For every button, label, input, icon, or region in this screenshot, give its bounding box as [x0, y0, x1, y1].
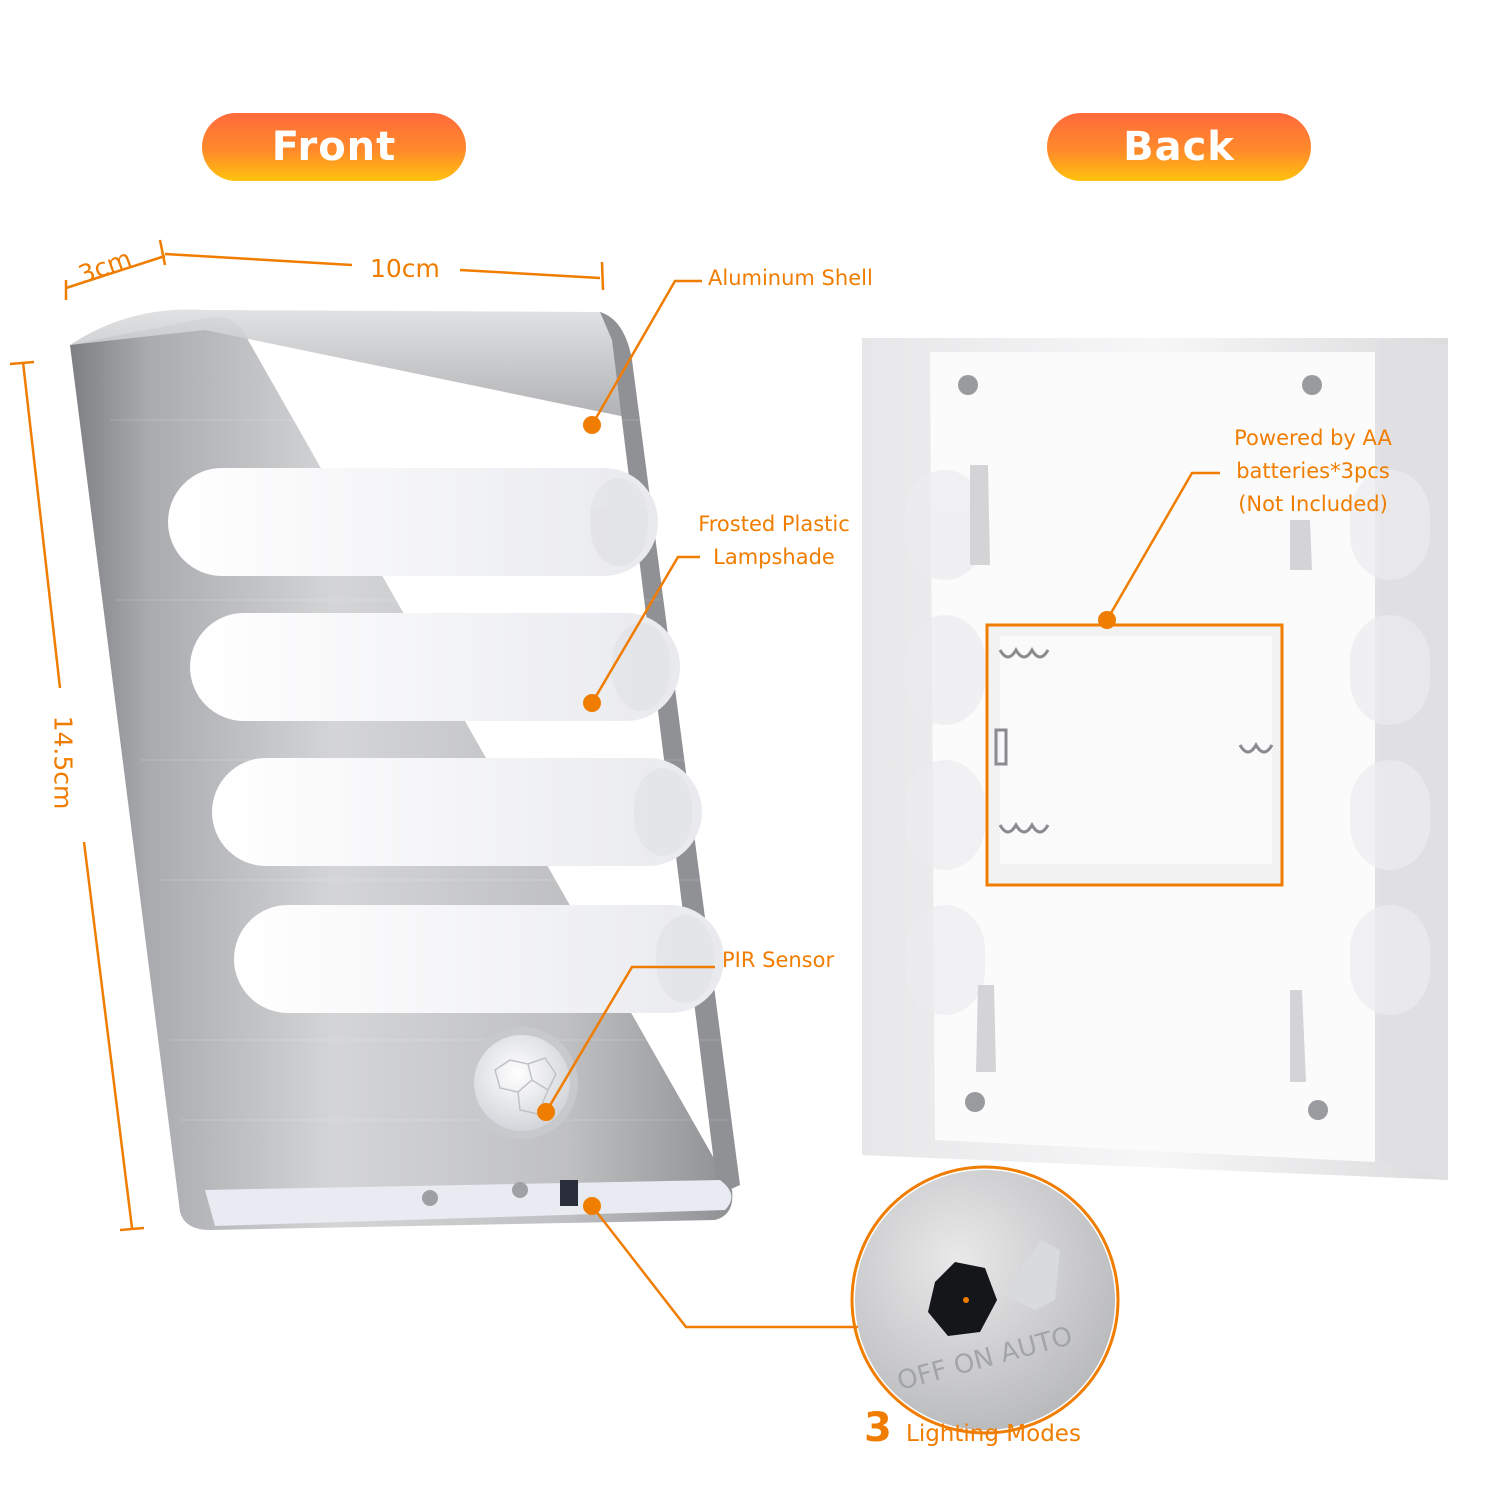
lampshade-window-2	[190, 613, 680, 721]
indicator-dot-2	[512, 1182, 528, 1198]
callout-dots	[537, 416, 1116, 1215]
battery-label: Powered by AA batteries*3pcs (Not Includ…	[1210, 422, 1416, 521]
lampshade-label: Frosted Plastic Lampshade	[688, 508, 860, 574]
battery-label-line3: (Not Included)	[1238, 492, 1388, 516]
modes-label: Lighting Modes	[906, 1421, 1081, 1447]
pir-sensor-label: PIR Sensor	[722, 948, 835, 972]
front-header: Front	[202, 113, 466, 181]
indicator-dot-1	[422, 1190, 438, 1206]
width-dimension: 10cm	[370, 254, 440, 283]
battery-label-line2: batteries*3pcs	[1236, 459, 1390, 483]
lampshade-window-4	[234, 905, 724, 1013]
lampshade-window-3	[212, 758, 702, 866]
height-dimension: 14.5cm	[48, 715, 78, 810]
lampshade-label-line1: Frosted Plastic	[698, 512, 850, 536]
screw-icon	[958, 375, 1328, 1120]
mode-switch	[560, 1180, 578, 1206]
lampshade-label-line2: Lampshade	[713, 545, 835, 569]
lampshade-window-1	[168, 468, 658, 576]
pir-sensor-dome	[466, 1027, 578, 1139]
modes-count: 3	[864, 1405, 892, 1451]
battery-label-line1: Powered by AA	[1234, 426, 1392, 450]
back-header: Back	[1047, 113, 1311, 181]
back-plate	[862, 338, 1448, 1180]
callout-lines	[9, 239, 1220, 1329]
switch-zoom: OFF ON AUTO	[850, 1165, 1120, 1435]
front-lamp	[70, 309, 740, 1230]
aluminum-shell-label: Aluminum Shell	[708, 266, 873, 290]
